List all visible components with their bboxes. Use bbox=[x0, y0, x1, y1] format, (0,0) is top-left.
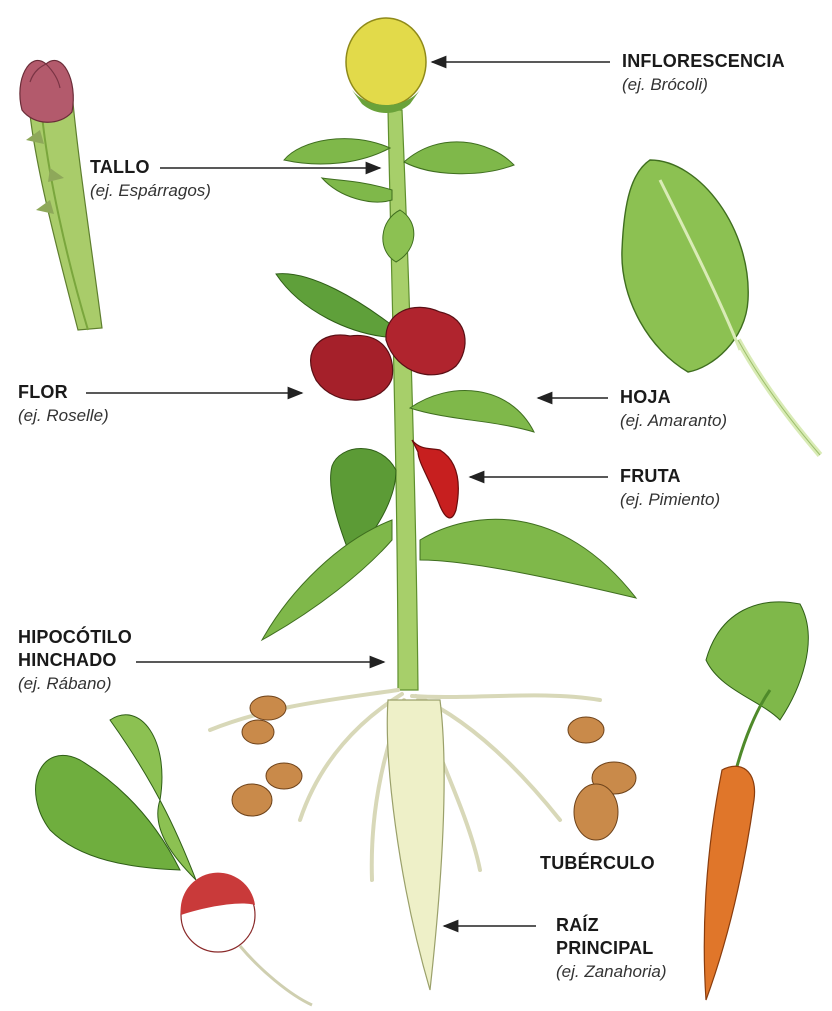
label-raiz-name-1: RAÍZ bbox=[556, 914, 667, 937]
label-tuberculo: TUBÉRCULO bbox=[540, 852, 655, 875]
label-tallo: TALLO (ej. Espárragos) bbox=[90, 156, 211, 202]
label-hipocotilo-name-2: HINCHADO bbox=[18, 649, 132, 672]
label-tuberculo-name: TUBÉRCULO bbox=[540, 852, 655, 875]
label-flor: FLOR (ej. Roselle) bbox=[18, 381, 109, 427]
label-hoja-example: (ej. Amaranto) bbox=[620, 409, 727, 432]
label-hipocotilo-example: (ej. Rábano) bbox=[18, 672, 132, 695]
main-plant-illustration bbox=[210, 18, 636, 990]
label-raiz: RAÍZ PRINCIPAL (ej. Zanahoria) bbox=[556, 914, 667, 983]
label-hipocotilo: HIPOCÓTILO HINCHADO (ej. Rábano) bbox=[18, 626, 132, 695]
label-hipocotilo-name-1: HIPOCÓTILO bbox=[18, 626, 132, 649]
label-tallo-name: TALLO bbox=[90, 156, 211, 179]
label-hoja: HOJA (ej. Amaranto) bbox=[620, 386, 727, 432]
label-flor-name: FLOR bbox=[18, 381, 109, 404]
label-raiz-name-2: PRINCIPAL bbox=[556, 937, 667, 960]
label-inflorescencia-example: (ej. Brócoli) bbox=[622, 73, 785, 96]
label-fruta-example: (ej. Pimiento) bbox=[620, 488, 720, 511]
label-raiz-example: (ej. Zanahoria) bbox=[556, 960, 667, 983]
label-tallo-example: (ej. Espárragos) bbox=[90, 179, 211, 202]
label-fruta: FRUTA (ej. Pimiento) bbox=[620, 465, 720, 511]
radish-illustration bbox=[36, 715, 312, 1005]
label-inflorescencia: INFLORESCENCIA (ej. Brócoli) bbox=[622, 50, 785, 96]
carrot-illustration bbox=[704, 602, 808, 1000]
label-inflorescencia-name: INFLORESCENCIA bbox=[622, 50, 785, 73]
label-fruta-name: FRUTA bbox=[620, 465, 720, 488]
label-flor-example: (ej. Roselle) bbox=[18, 404, 109, 427]
label-hoja-name: HOJA bbox=[620, 386, 727, 409]
